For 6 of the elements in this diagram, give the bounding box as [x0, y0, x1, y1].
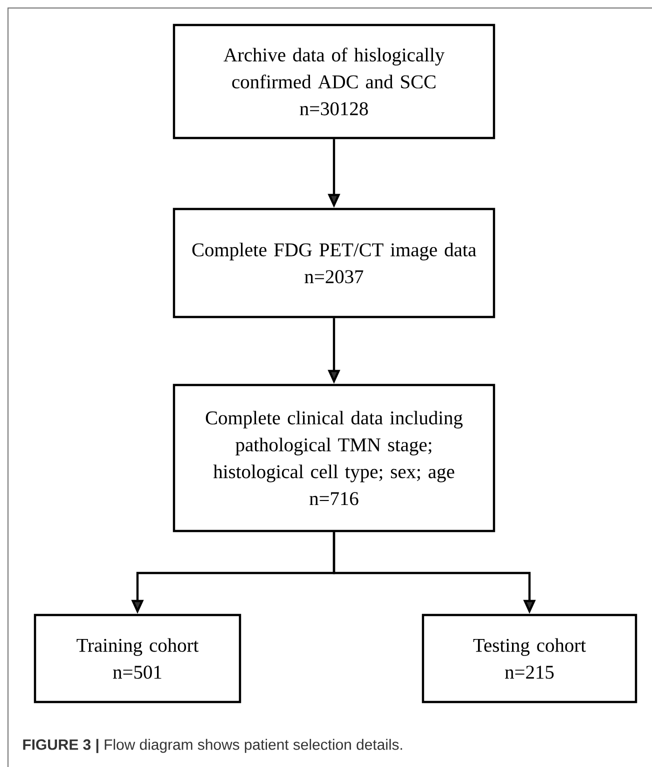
process-box: Training cohort n=501	[34, 614, 242, 704]
process-box: Archive data of hislogically confirmed ADC and SCC n=30128	[172, 24, 496, 140]
process-box: Testing cohort n=215	[422, 614, 638, 704]
process-box: Complete FDG PET/CT image data n=2037	[172, 208, 496, 318]
process-box: Complete clinical data including pathological TMN stage; histological cell type; sex; age n=716	[172, 384, 496, 532]
figure-caption: FIGURE 3 | Flow diagram shows patient selection details.	[23, 738, 402, 754]
